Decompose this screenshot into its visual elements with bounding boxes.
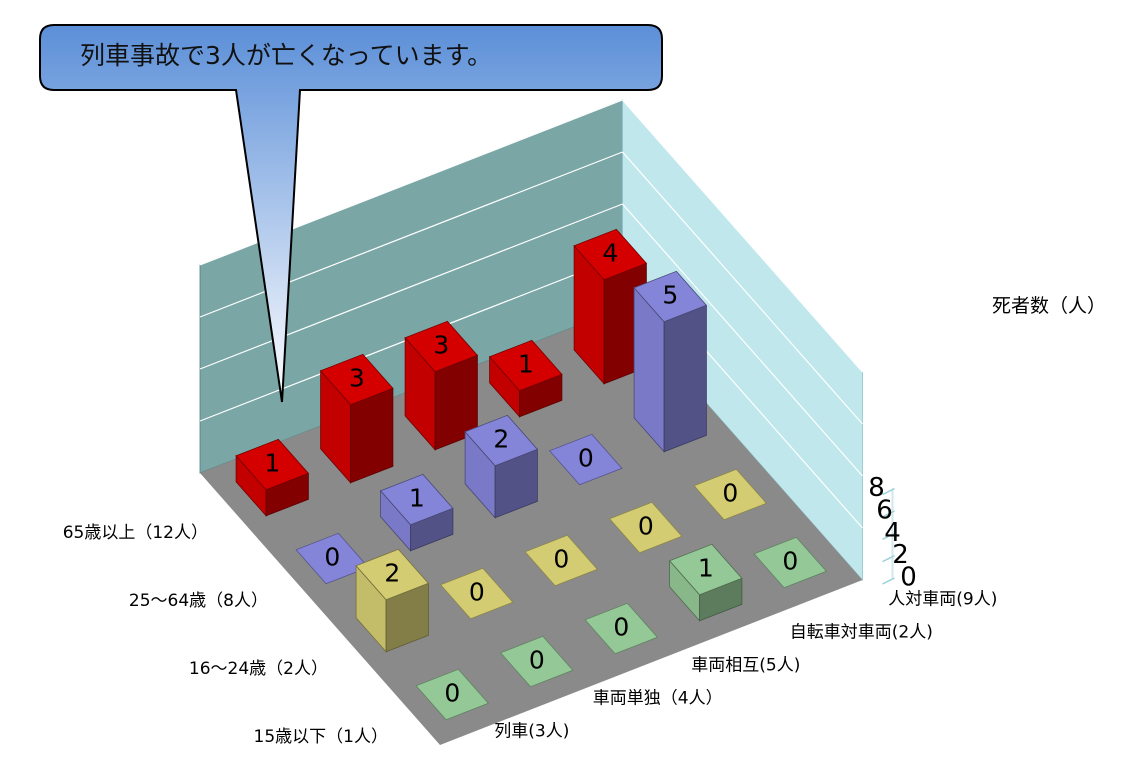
- bar-value-label: 2: [493, 425, 509, 454]
- bar: 0: [415, 668, 490, 721]
- side-wall-gridline: [622, 99, 863, 373]
- age-group-label: 15歳以下（1人）: [254, 727, 388, 747]
- bar-front-face: [663, 304, 707, 453]
- z-axis-tick: [882, 554, 895, 563]
- bar-value-label: 0: [469, 578, 485, 607]
- bar-value-label: 0: [529, 646, 545, 675]
- back-wall-gridline: [199, 203, 623, 370]
- z-axis-tick-label: 2: [892, 540, 909, 570]
- z-axis-tick-label: 8: [868, 473, 885, 503]
- category-labels: 15歳以下（1人） 16～24歳（2人） 25～64歳（8人） 65歳以上（12人） 列…: [63, 523, 998, 747]
- z-axis-tick: [882, 532, 895, 540]
- bar-top-face: [753, 536, 828, 589]
- callout-shape: [39, 24, 663, 403]
- bar-top-face: [608, 501, 683, 554]
- side-wall-gridline: [622, 203, 863, 477]
- bar-top-face: [464, 414, 539, 467]
- bar: 3: [404, 320, 479, 451]
- bar: 0: [608, 501, 683, 554]
- bar: 0: [584, 602, 659, 655]
- bar: 2: [355, 548, 430, 653]
- age-group-label: 65歳以上（12人）: [63, 523, 208, 543]
- chart-bars: 1 3 3 1 4 0 1 2 0 5 2 0 0 0 0 0 0 0 1 0: [235, 228, 828, 721]
- bar-value-label: 0: [613, 613, 629, 642]
- callout-text: 列車事故で3人が亡くなっています。: [80, 41, 492, 70]
- bar: 1: [235, 438, 310, 517]
- bar-top-face: [295, 532, 370, 585]
- z-axis-tick: [882, 510, 895, 518]
- bar-value-label: 4: [602, 239, 618, 268]
- bar: 0: [524, 534, 599, 587]
- bar-top-face: [668, 543, 743, 596]
- bar-top-face: [355, 548, 430, 601]
- bar: 1: [379, 473, 454, 552]
- bar-value-label: 0: [722, 479, 738, 508]
- bar-value-label: 1: [264, 449, 280, 478]
- bar: 0: [753, 536, 828, 589]
- bar: 1: [668, 543, 743, 622]
- z-axis-tick: [882, 487, 895, 496]
- accident-type-label: 自転車対車両(2人): [790, 623, 933, 643]
- bar: 0: [499, 635, 574, 688]
- bar: 3: [319, 353, 394, 484]
- bar-value-label: 0: [638, 512, 654, 541]
- bar: 2: [464, 414, 539, 519]
- bar-value-label: 0: [324, 543, 340, 572]
- bar-value-label: 1: [518, 350, 534, 379]
- bar-top-face: [524, 534, 599, 587]
- bar-top-face: [573, 228, 648, 281]
- bar-value-label: 5: [662, 281, 678, 310]
- bar-value-label: 3: [433, 331, 449, 360]
- accident-type-label: 車両相互(5人): [691, 656, 800, 676]
- bar-top-face: [693, 468, 768, 521]
- age-group-label: 25～64歳（8人）: [129, 591, 268, 611]
- bar-value-label: 0: [553, 545, 569, 574]
- accident-type-label: 列車(3人): [494, 722, 569, 742]
- bar-value-label: 0: [782, 547, 798, 576]
- bar-value-label: 1: [698, 554, 714, 583]
- bar-top-face: [379, 473, 454, 526]
- z-axis-tick-label: 6: [876, 495, 893, 525]
- bar-value-label: 0: [578, 444, 594, 473]
- bar-value-label: 1: [409, 484, 425, 513]
- bar-value-label: 0: [444, 679, 460, 708]
- z-axis-tick: [882, 577, 895, 585]
- bar: 0: [439, 567, 514, 620]
- bar-top-face: [235, 438, 310, 491]
- callout-bubble: 列車事故で3人が亡くなっています。: [39, 24, 663, 403]
- bar-top-face: [488, 339, 563, 392]
- bar-top-face: [584, 602, 659, 655]
- bar: 1: [488, 339, 563, 418]
- accident-type-label: 人対車両(9人): [888, 590, 997, 610]
- bar-top-face: [499, 635, 574, 688]
- bar: 5: [633, 270, 708, 453]
- bar: 0: [295, 532, 370, 585]
- z-axis-tick-label: 4: [884, 518, 901, 548]
- bar: 0: [693, 468, 768, 521]
- accident-type-label: 車両単独（4人）: [593, 689, 723, 709]
- bar-top-face: [415, 668, 490, 721]
- bar: 0: [548, 433, 623, 486]
- bar-top-face: [319, 353, 394, 406]
- bar-top-face: [633, 270, 708, 323]
- z-axis-title: 死者数（人）: [992, 295, 1106, 317]
- side-wall-gridline: [622, 151, 863, 425]
- age-group-label: 16～24歳（2人）: [189, 659, 328, 679]
- bar-top-face: [439, 567, 514, 620]
- z-axis-tick-label: 0: [900, 563, 917, 593]
- bar-top-face: [404, 320, 479, 373]
- bar-value-label: 2: [384, 559, 400, 588]
- bar-value-label: 3: [349, 364, 365, 393]
- bar-top-face: [548, 433, 623, 486]
